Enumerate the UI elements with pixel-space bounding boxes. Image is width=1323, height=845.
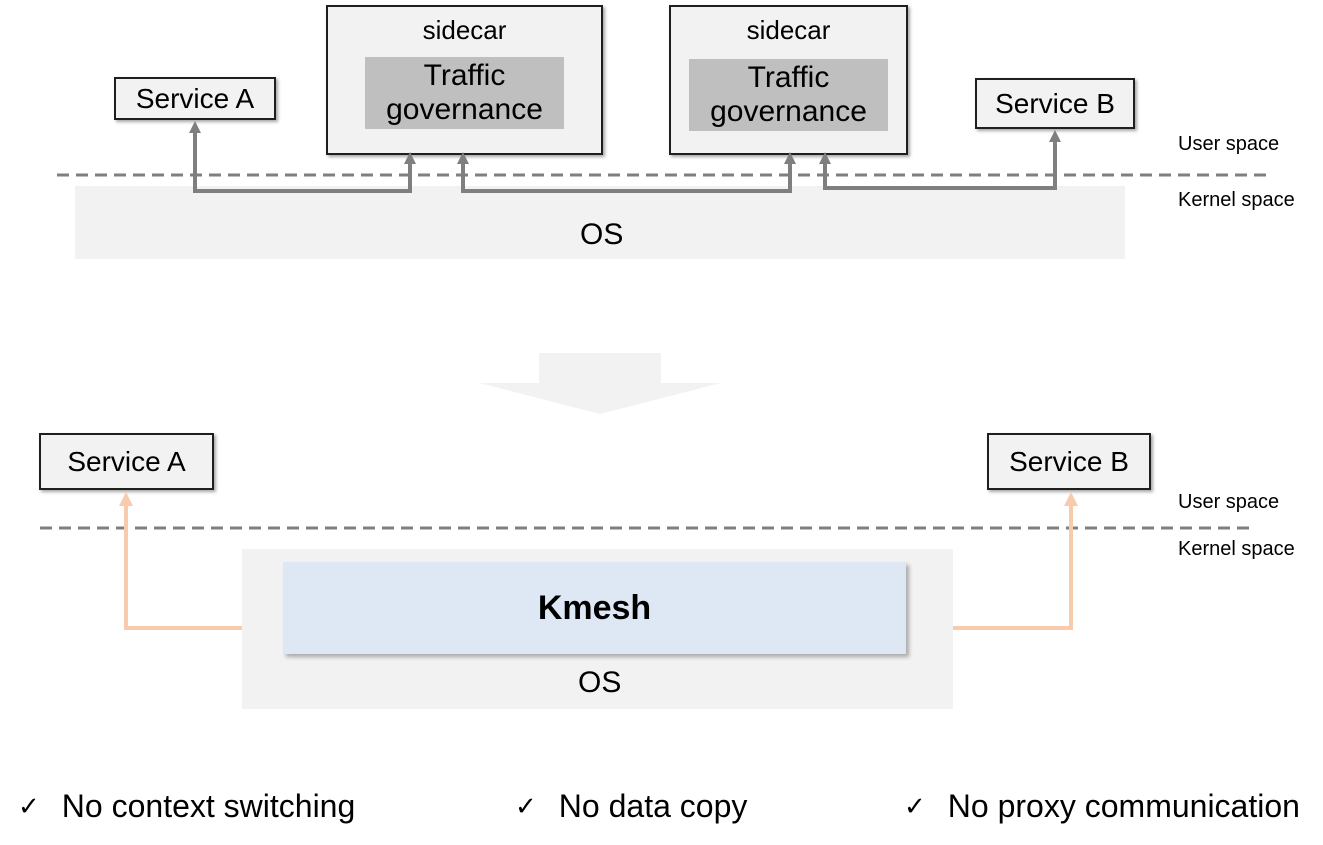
sidecar-left: sidecar Traffic governance <box>326 5 603 155</box>
os-label-top: OS <box>580 218 624 251</box>
kernel-space-label-bottom: Kernel space <box>1178 538 1295 560</box>
sidecar-traffic-path <box>193 131 1057 193</box>
transition-arrow <box>479 353 721 414</box>
sidecar-right: sidecar Traffic governance <box>669 5 908 155</box>
kmesh-block: Kmesh <box>283 562 906 654</box>
feature-no-proxy-communication: ✓ No proxy communication <box>904 788 1300 825</box>
user-space-label-bottom: User space <box>1178 491 1280 513</box>
feature-label: No context switching <box>61 788 356 824</box>
service-b-box-top: Service B <box>975 78 1135 129</box>
service-a-box-top: Service A <box>114 77 276 120</box>
traffic-governance-right: Traffic governance <box>689 59 888 131</box>
sidecar-left-title: sidecar <box>422 15 507 45</box>
check-icon: ✓ <box>18 791 40 821</box>
sidecar-right-title: sidecar <box>746 15 831 45</box>
service-a-box-bottom: Service A <box>39 433 214 490</box>
service-b-box-bottom: Service B <box>987 433 1151 490</box>
feature-label: No proxy communication <box>947 788 1300 824</box>
kmesh-path-arrowheads <box>119 492 1078 506</box>
sidecar-path-arrowheads <box>189 121 1061 164</box>
traffic-governance-left: Traffic governance <box>365 57 564 129</box>
os-block-top: OS <box>75 186 1125 259</box>
feature-label: No data copy <box>558 788 748 824</box>
os-label-bottom: OS <box>578 666 622 699</box>
check-icon: ✓ <box>515 791 537 821</box>
check-icon: ✓ <box>904 791 926 821</box>
user-space-label-top: User space <box>1178 133 1280 155</box>
feature-no-context-switching: ✓ No context switching <box>18 788 355 825</box>
kmesh-traffic-path <box>124 503 1073 630</box>
feature-no-data-copy: ✓ No data copy <box>515 788 747 825</box>
kernel-space-label-top: Kernel space <box>1178 189 1295 211</box>
